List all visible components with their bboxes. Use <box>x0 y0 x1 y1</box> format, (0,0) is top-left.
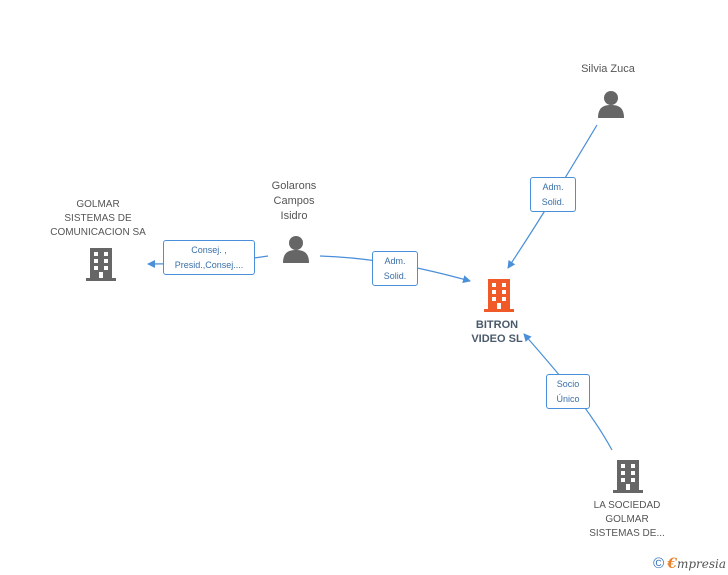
copyright-footer: © €mpresia <box>653 555 726 572</box>
person-icon[interactable] <box>283 236 309 263</box>
building-icon[interactable] <box>613 460 643 493</box>
edge-label-golarons-bitron: Adm. Solid. <box>372 251 418 286</box>
edge-label-silvia-bitron: Adm. Solid. <box>530 177 576 212</box>
node-label-silvia[interactable]: Silvia Zuca <box>581 63 635 75</box>
edge-label-sociedad-bitron: Socio Único <box>546 374 590 409</box>
empresia-logo[interactable]: €mpresia <box>667 555 726 572</box>
node-label-golarons[interactable]: Golarons Campos Isidro <box>271 180 317 222</box>
edge-label-golarons-golmar: Consej. , Presid.,Consej.... <box>163 240 255 275</box>
person-icon[interactable] <box>598 91 624 118</box>
node-label-sociedad[interactable]: LA SOCIEDAD GOLMAR SISTEMAS DE... <box>589 500 665 539</box>
building-icon[interactable] <box>86 248 116 281</box>
node-label-bitron[interactable]: BITRON VIDEO SL <box>471 319 523 345</box>
copyright-icon: © <box>653 555 665 572</box>
building-icon[interactable] <box>484 279 514 312</box>
node-label-golmar[interactable]: GOLMAR SISTEMAS DE COMUNICACION SA <box>50 199 146 238</box>
